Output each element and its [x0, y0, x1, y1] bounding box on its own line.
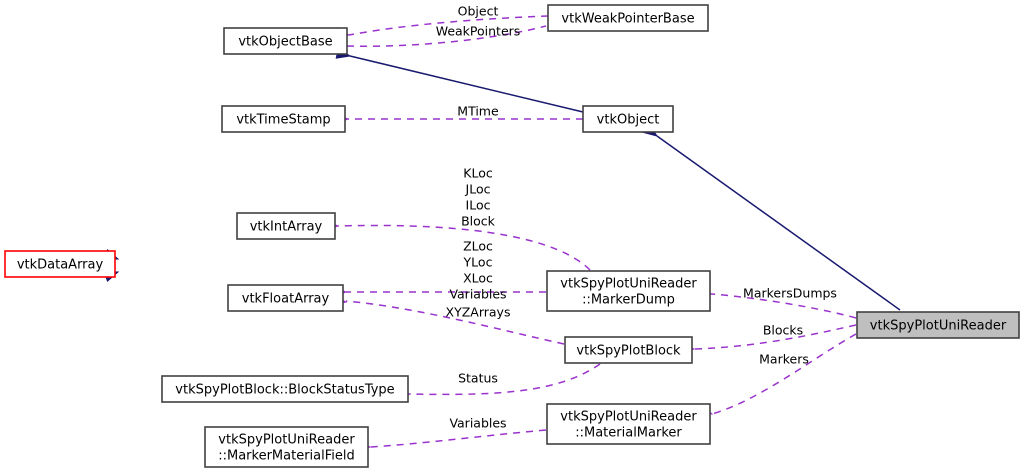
edge-label-e-block-float: XYZArrays	[446, 305, 511, 320]
node-label-MaterialMarker: vtkSpyPlotUniReader	[560, 410, 697, 425]
edge-vtkWeakPointerBase-to-vtkObjectBase	[348, 15, 549, 36]
edge-vtkSpyPlotUniReader-to-vtkObject	[656, 135, 901, 311]
edge-vtkObject-to-vtkObjectBase	[349, 55, 584, 113]
edge-vtkSpyPlotBlock-to-vtkFloatArray	[345, 300, 565, 345]
node-vtkSpyPlotBlock[interactable]: vtkSpyPlotBlock	[564, 336, 693, 364]
edge-label-e-objbase-wp: WeakPointers	[436, 24, 521, 39]
edge-vtkSpyPlotUniReader-to-vtkSpyPlotBlock	[693, 324, 857, 350]
node-label-vtkTimeStamp: vtkTimeStamp	[236, 113, 330, 128]
edge-label-e-md-float: ZLoc	[463, 239, 493, 254]
edge-label-e-md-int: JLoc	[465, 182, 491, 197]
nodes-layer: vtkObjectBase vtkWeakPointerBase vtkTimeSt…	[4, 4, 1020, 468]
node-vtkObject[interactable]: vtkObject	[582, 105, 674, 133]
node-label-vtkSpyPlotBlock: vtkSpyPlotBlock	[576, 344, 681, 359]
edge-label-e-md-float: YLoc	[463, 255, 493, 270]
node-label-MarkerMaterialField: ::MarkerMaterialField	[218, 449, 355, 464]
node-label-vtkWeakPointerBase: vtkWeakPointerBase	[561, 12, 694, 27]
edge-MarkerDump-to-vtkIntArray	[337, 224, 591, 271]
node-box-vtkWeakPointerBase[interactable]	[547, 4, 709, 32]
edge-label-e-md-float: XLoc	[463, 271, 493, 286]
edge-label-e-wpb-object: Object	[458, 4, 499, 19]
node-MaterialMarker[interactable]: vtkSpyPlotUniReader::MaterialMarker	[546, 403, 711, 445]
node-label-BlockStatusType: vtkSpyPlotBlock::BlockStatusType	[175, 383, 394, 398]
edge-vtkObjectBase-to-vtkWeakPointerBase	[346, 25, 547, 47]
node-box-vtkFloatArray[interactable]	[227, 284, 344, 312]
node-vtkSpyPlotUniReader[interactable]: vtkSpyPlotUniReader	[856, 311, 1020, 339]
node-label-vtkDataArray: vtkDataArray	[17, 258, 104, 273]
node-box-vtkSpyPlotUniReader[interactable]	[856, 311, 1020, 339]
node-BlockStatusType[interactable]: vtkSpyPlotBlock::BlockStatusType	[161, 375, 409, 403]
node-vtkTimeStamp[interactable]: vtkTimeStamp	[221, 105, 346, 133]
edge-label-e-md-int: KLoc	[463, 166, 493, 181]
node-vtkWeakPointerBase[interactable]: vtkWeakPointerBase	[547, 4, 709, 32]
edge-label-e-reader-md: MarkersDumps	[743, 286, 837, 301]
node-label-MarkerMaterialField: vtkSpyPlotUniReader	[218, 433, 355, 448]
node-label-MarkerDump: ::MarkerDump	[582, 293, 675, 308]
edge-label-e-block-status: Status	[458, 371, 498, 386]
node-MarkerDump[interactable]: vtkSpyPlotUniReader::MarkerDump	[546, 270, 711, 312]
node-label-vtkFloatArray: vtkFloatArray	[242, 292, 330, 307]
node-box-vtkTimeStamp[interactable]	[221, 105, 346, 133]
node-label-MarkerDump: vtkSpyPlotUniReader	[560, 277, 697, 292]
node-vtkDataArray[interactable]: vtkDataArray	[4, 250, 116, 278]
edge-label-e-md-int: Block	[461, 214, 496, 229]
node-MarkerMaterialField[interactable]: vtkSpyPlotUniReader::MarkerMaterialField	[204, 426, 369, 468]
edge-vtkSpyPlotUniReader-to-MaterialMarker	[711, 333, 857, 415]
node-box-vtkObject[interactable]	[582, 105, 674, 133]
node-label-MaterialMarker: ::MaterialMarker	[575, 426, 682, 441]
node-vtkFloatArray[interactable]: vtkFloatArray	[227, 284, 344, 312]
node-label-vtkIntArray: vtkIntArray	[250, 220, 323, 235]
node-box-MaterialMarker[interactable]	[546, 403, 711, 445]
edge-vtkSpyPlotUniReader-to-MarkerDump	[711, 293, 857, 319]
node-box-vtkDataArray[interactable]	[4, 250, 116, 278]
edge-label-e-reader-block: Blocks	[763, 323, 803, 338]
node-box-BlockStatusType[interactable]	[161, 375, 409, 403]
edge-label-e-object-mtime: MTime	[457, 104, 499, 119]
edge-vtkSpyPlotBlock-to-BlockStatusType	[409, 363, 601, 396]
node-box-MarkerDump[interactable]	[546, 270, 711, 312]
node-vtkObjectBase[interactable]: vtkObjectBase	[223, 27, 348, 55]
node-label-vtkSpyPlotUniReader: vtkSpyPlotUniReader	[870, 319, 1007, 334]
edge-label-e-md-float: Variables	[449, 287, 506, 302]
edge-MaterialMarker-to-MarkerMaterialField	[369, 429, 547, 448]
node-box-vtkIntArray[interactable]	[236, 212, 336, 240]
node-box-vtkSpyPlotBlock[interactable]	[564, 336, 693, 364]
node-vtkIntArray[interactable]: vtkIntArray	[236, 212, 336, 240]
node-box-MarkerMaterialField[interactable]	[204, 426, 369, 468]
edge-labels-layer: ObjectWeakPointersMTimeKLocJLocILocBlock…	[436, 4, 837, 431]
node-label-vtkObject: vtkObject	[597, 113, 660, 128]
node-box-vtkObjectBase[interactable]	[223, 27, 348, 55]
edges-layer	[337, 15, 901, 448]
node-label-vtkObjectBase: vtkObjectBase	[238, 35, 332, 50]
edge-label-e-reader-mm: Markers	[759, 352, 809, 367]
edge-label-e-mm-field: Variables	[449, 416, 506, 431]
edge-label-e-md-int: ILoc	[466, 198, 491, 213]
